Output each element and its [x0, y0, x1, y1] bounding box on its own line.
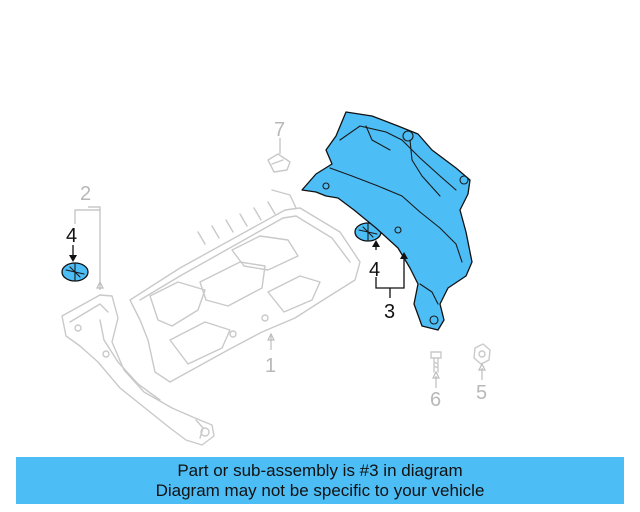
part-2-side-cover — [61, 294, 215, 446]
part-6-bolt — [430, 351, 442, 373]
callout-4-right: 4 — [369, 259, 380, 281]
callout-6: 6 — [430, 389, 441, 411]
part-4-grommet-left — [61, 262, 89, 282]
callout-3: 3 — [384, 301, 395, 323]
part-3-splash-shield — [301, 111, 473, 331]
part-1-under-cover — [129, 189, 361, 383]
callout-7: 7 — [274, 119, 285, 141]
banner-line-2: Diagram may not be specific to your vehi… — [155, 480, 485, 500]
banner-line-1: Part or sub-assembly is #3 in diagram — [177, 460, 463, 480]
callout-4-left: 4 — [66, 225, 77, 247]
part-5-nut — [473, 343, 491, 365]
callout-2: 2 — [80, 183, 91, 205]
leader-lines-black — [69, 240, 408, 298]
callout-1: 1 — [265, 355, 276, 377]
notice-banner: Part or sub-assembly is #3 in diagram Di… — [16, 457, 624, 504]
callout-5: 5 — [476, 382, 487, 404]
part-7-clip — [267, 153, 291, 173]
leader-lines-gray — [74, 138, 486, 388]
